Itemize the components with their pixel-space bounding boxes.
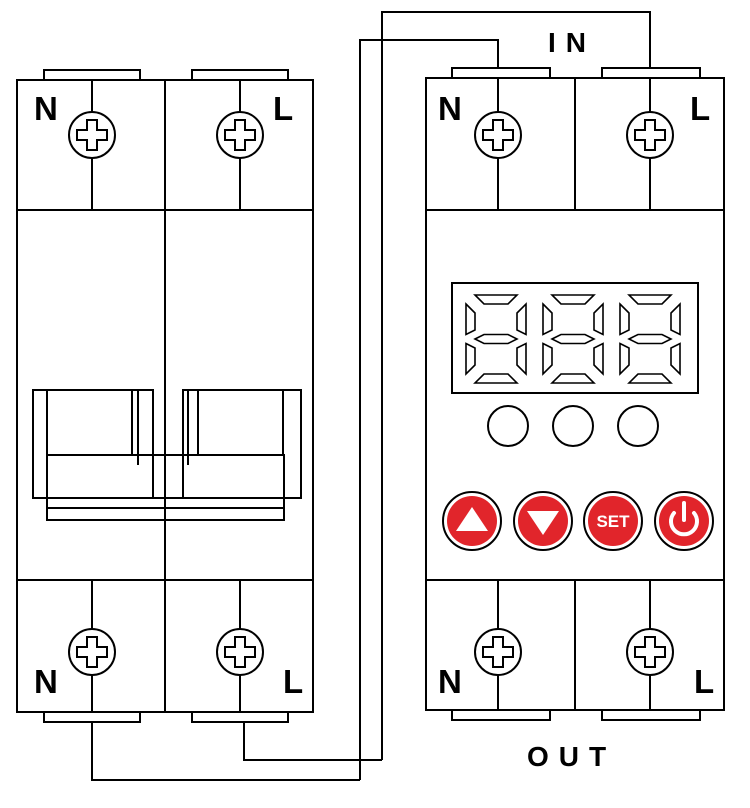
breaker-screw-top-l-icon (216, 111, 264, 159)
segment-2-5 (542, 342, 553, 376)
segment-1-6 (516, 302, 527, 336)
segment-3-7 (670, 342, 681, 376)
segment-2-1 (550, 294, 596, 305)
segment-3-2 (627, 333, 673, 345)
segment-1-2 (473, 333, 519, 345)
down-button[interactable] (513, 491, 573, 551)
indicator-lamp-1 (487, 405, 529, 447)
segment-3-5 (619, 342, 630, 376)
output-label: OUT (527, 741, 616, 772)
breaker-top-tab-right (191, 69, 289, 81)
segment-3-3 (627, 373, 673, 384)
input-label: IN (548, 27, 596, 58)
breaker-bottom-tab-left (43, 711, 141, 723)
breaker-toggle-handle[interactable] (32, 389, 302, 521)
relay-bottom-tab-right (601, 709, 701, 721)
relay-bottom-tab-left (451, 709, 551, 721)
segment-2-4 (542, 302, 553, 336)
breaker-label-top-n: N (34, 90, 58, 127)
power-icon (669, 501, 699, 537)
segment-3-6 (670, 302, 681, 336)
circuit-breaker: N L N L (16, 69, 314, 723)
relay-display (451, 282, 699, 394)
relay-top-tab-left (451, 67, 551, 79)
segment-2-3 (550, 373, 596, 384)
segment-2-7 (593, 342, 604, 376)
voltage-relay: SET N L N L (425, 67, 725, 721)
breaker-label-bottom-l: L (283, 663, 303, 700)
indicator-lamp-2 (552, 405, 594, 447)
seven-segment-digit-1 (465, 294, 527, 384)
set-button[interactable]: SET (583, 491, 643, 551)
segment-1-3 (473, 373, 519, 384)
breaker-label-top-l: L (273, 90, 293, 127)
set-button-label: SET (596, 512, 630, 531)
relay-screw-top-l-icon (626, 111, 674, 159)
relay-label-top-l: L (690, 90, 710, 127)
relay-label-bottom-n: N (438, 663, 462, 700)
breaker-top-tab-left (43, 69, 141, 81)
breaker-screw-bottom-l-icon (216, 628, 264, 676)
wire-in-l (381, 11, 651, 760)
segment-2-2 (550, 333, 596, 345)
wire-in-n (359, 39, 499, 780)
relay-screw-top-n-icon (474, 111, 522, 159)
wire-breaker-l (243, 722, 382, 761)
breaker-screw-bottom-n-icon (68, 628, 116, 676)
breaker-bottom-tab-right (191, 711, 289, 723)
triangle-up-icon (456, 507, 488, 531)
segment-2-6 (593, 302, 604, 336)
relay-label-top-n: N (438, 90, 462, 127)
breaker-screw-top-n-icon (68, 111, 116, 159)
segment-1-1 (473, 294, 519, 305)
relay-label-bottom-l: L (694, 663, 714, 700)
indicator-lamp-3 (617, 405, 659, 447)
seven-segment-digit-3 (619, 294, 681, 384)
breaker-label-bottom-n: N (34, 663, 58, 700)
segment-3-4 (619, 302, 630, 336)
up-button[interactable] (442, 491, 502, 551)
seven-segment-digits (465, 294, 681, 384)
relay-top-tab-right (601, 67, 701, 79)
segment-3-1 (627, 294, 673, 305)
relay-screw-bottom-l-icon (626, 628, 674, 676)
segment-1-4 (465, 302, 476, 336)
relay-screw-bottom-n-icon (474, 628, 522, 676)
segment-1-5 (465, 342, 476, 376)
wires (91, 11, 651, 781)
segment-1-7 (516, 342, 527, 376)
wire-breaker-n (91, 722, 360, 781)
seven-segment-digit-2 (542, 294, 604, 384)
triangle-down-icon (527, 511, 559, 535)
power-button[interactable] (654, 491, 714, 551)
